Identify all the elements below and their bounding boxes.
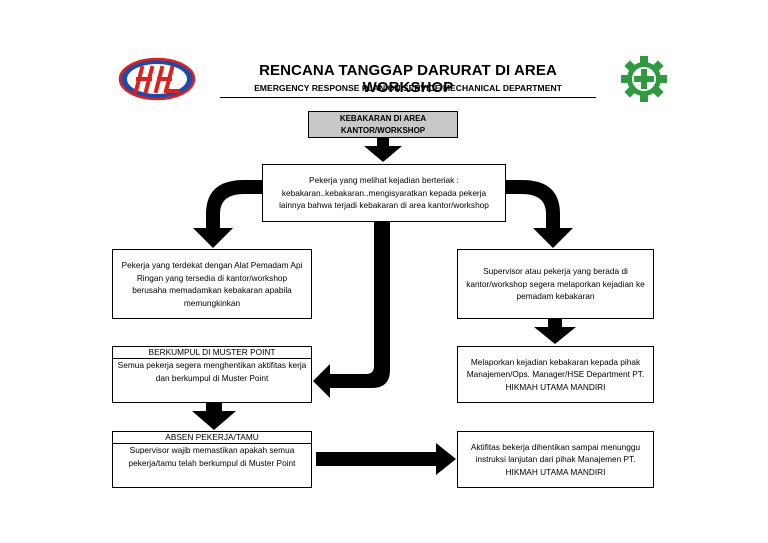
node-absen: ABSEN PEKERJA/TAMU Supervisor wajib mema… [112,431,312,488]
node-report: Melaporkan kejadian kebakaran kepada pih… [457,346,654,403]
node-start: KEBAKARAN DI AREA KANTOR/WORKSHOP [308,111,458,138]
company-logo [118,57,196,101]
node-witness: Pekerja yang melihat kejadian berteriak … [262,164,506,222]
node-muster: BERKUMPUL DI MUSTER POINT Semua pekerja … [112,346,312,403]
node-nearest: Pekerja yang terdekat dengan Alat Pemada… [112,249,312,319]
node-absen-body: Supervisor wajib memastikan apakah semua… [128,445,296,468]
node-supervisor: Supervisor atau pekerja yang berada di k… [457,249,654,319]
node-muster-caption: BERKUMPUL DI MUSTER POINT [113,347,311,359]
node-nearest-text: Pekerja yang terdekat dengan Alat Pemada… [121,260,303,308]
safety-cross-gear-icon [621,56,667,102]
node-supervisor-text: Supervisor atau pekerja yang berada di k… [466,266,645,302]
node-stop-text: Aktifitas bekerja dihentikan sampai menu… [470,441,641,477]
page-title: RENCANA TANGGAP DARURAT DI AREA WORKSHOP [220,62,596,98]
node-report-text: Melaporkan kejadian kebakaran kepada pih… [466,356,645,392]
arrow-witness-to-supervisor [506,180,573,248]
node-stop: Aktifitas bekerja dihentikan sampai menu… [457,431,654,488]
node-muster-body: Semua pekerja segera menghentikan aktifi… [117,360,307,383]
node-start-text: KEBAKARAN DI AREA KANTOR/WORKSHOP [339,113,427,135]
arrow-witness-to-nearest [193,180,262,248]
node-absen-caption: ABSEN PEKERJA/TAMU [113,432,311,444]
arrow-absen-to-stop [316,443,456,475]
page-subtitle: EMERGENCY RESPONSE PLAN ON SERVICE MECHA… [254,83,562,93]
arrow-muster-to-absen [192,403,236,430]
arrow-start-to-witness [364,138,402,162]
node-witness-text: Pekerja yang melihat kejadian berteriak … [279,175,489,211]
arrow-witness-to-muster [313,222,390,398]
arrow-supervisor-to-report [534,319,576,344]
